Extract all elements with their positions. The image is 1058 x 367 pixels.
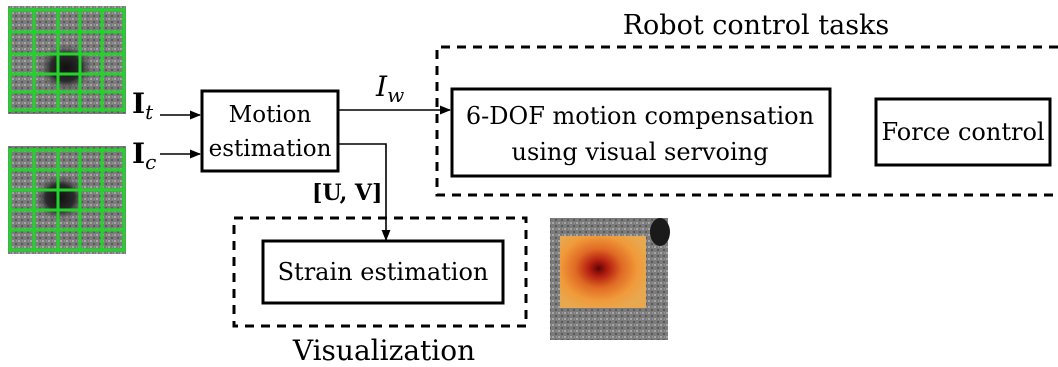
motion-estimation-block: Motion estimation <box>200 89 340 173</box>
visualization-title: Visualization <box>292 334 475 367</box>
motion-compensation-block: 6-DOF motion compensation using visual s… <box>450 87 832 178</box>
warp-signal-label: Iw <box>375 70 404 107</box>
robot-control-title: Robot control tasks <box>623 10 890 41</box>
strain-estimation-block: Strain estimation <box>261 239 505 305</box>
force-control-label: Force control <box>881 118 1044 146</box>
motion-estimation-label-line1: Motion <box>229 102 312 128</box>
robot-control-region: Robot control tasks 6-DOF motion compens… <box>435 10 1058 197</box>
motion-estimation-label-line2: estimation <box>209 136 332 162</box>
target-image-block-grid <box>8 8 126 112</box>
visualization-region: Strain estimation Visualization <box>232 216 528 367</box>
current-image-label: Ic <box>132 137 156 174</box>
motion-compensation-label-line1: 6-DOF motion compensation <box>466 102 814 130</box>
target-image-label: It <box>132 87 154 124</box>
elastogram-image <box>550 218 670 340</box>
current-image-block-grid <box>8 148 126 252</box>
current-ultrasound-image <box>8 146 126 254</box>
displacement-signal-arrow <box>338 143 391 242</box>
displacement-signal-label: [U, V] <box>312 180 382 206</box>
motion-compensation-label-line2: using visual servoing <box>511 138 768 166</box>
force-control-block: Force control <box>874 97 1052 167</box>
strain-estimation-label: Strain estimation <box>278 258 489 286</box>
target-ultrasound-image <box>8 6 126 114</box>
